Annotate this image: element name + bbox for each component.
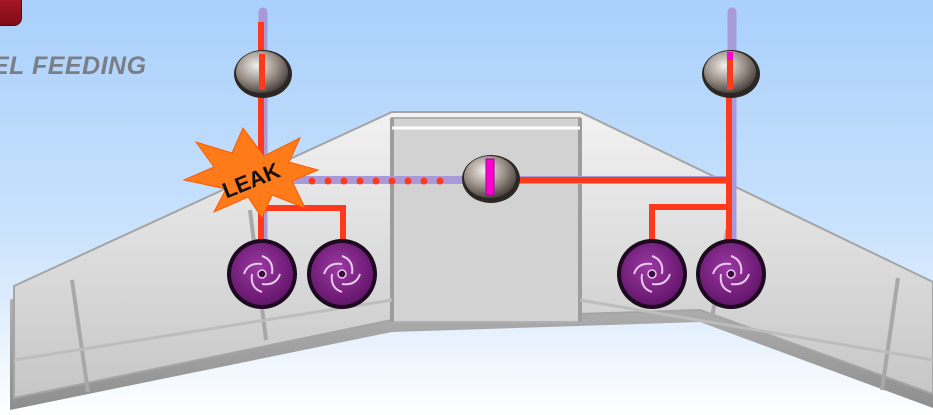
wing-structure <box>10 111 933 410</box>
valve-gate-open <box>485 158 495 196</box>
leak-alert: LEAK <box>182 127 320 220</box>
left-pump-2[interactable] <box>307 239 377 309</box>
wing-rib <box>880 277 900 391</box>
left-pump-branch-line <box>262 205 346 250</box>
impeller-icon <box>712 255 750 293</box>
leak-drop <box>308 177 316 185</box>
pump-hub <box>257 269 267 279</box>
pump-hub <box>647 269 657 279</box>
leak-drop <box>436 177 444 185</box>
leak-drop <box>372 177 380 185</box>
right-pump-1[interactable] <box>617 239 687 309</box>
leak-drop <box>420 177 428 185</box>
leak-drop <box>388 177 396 185</box>
panel-title: EL FEEDING <box>0 52 147 80</box>
crossfeed-valve[interactable] <box>462 155 520 203</box>
left-engine-valve[interactable] <box>234 50 292 98</box>
right-pump-branch-line <box>649 204 729 250</box>
leak-drop <box>340 177 348 185</box>
right-pump-2[interactable] <box>696 239 766 309</box>
valve-gate-closed <box>259 54 265 90</box>
wing-lower-edge <box>13 298 393 362</box>
leak-drop <box>356 177 364 185</box>
valve-gate-highlight <box>727 52 733 60</box>
leak-drip-line <box>308 177 444 185</box>
impeller-icon <box>633 255 671 293</box>
wing-lower-edge <box>579 298 933 362</box>
leak-burst-icon <box>182 127 320 220</box>
wing-rib <box>70 279 90 393</box>
leak-drop <box>404 177 412 185</box>
pump-hub <box>337 269 347 279</box>
pump-hub <box>726 269 736 279</box>
impeller-icon <box>243 255 281 293</box>
center-section <box>391 117 581 323</box>
right-engine-valve[interactable] <box>702 50 760 98</box>
corner-button[interactable] <box>0 0 22 26</box>
impeller-icon <box>323 255 361 293</box>
valve-gate <box>727 54 733 90</box>
leak-drop <box>324 177 332 185</box>
left-pump-1[interactable] <box>227 239 297 309</box>
